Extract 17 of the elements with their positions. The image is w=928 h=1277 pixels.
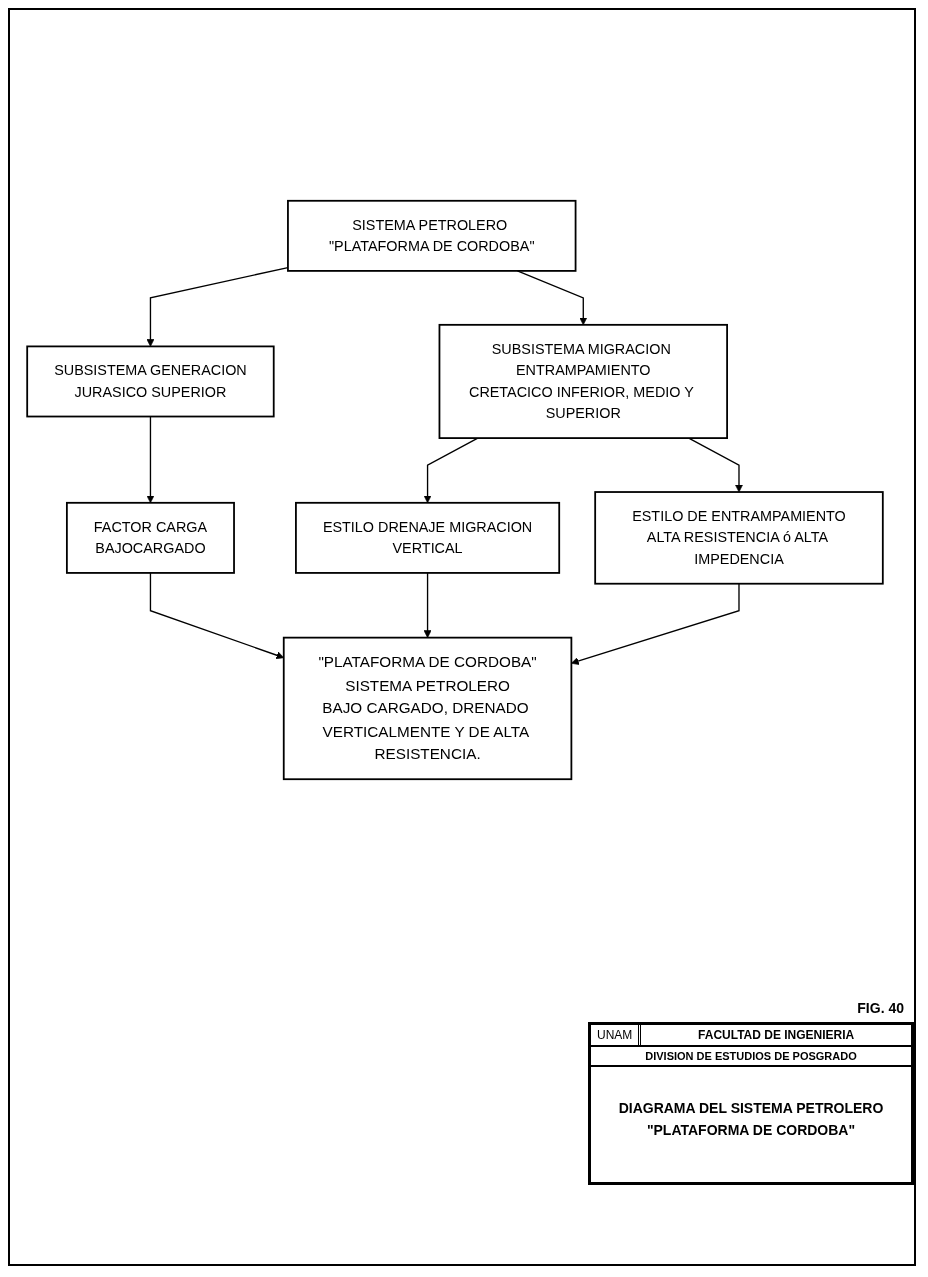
figure-number: FIG. 40 (857, 1000, 904, 1016)
university-name: UNAM (591, 1025, 642, 1045)
node-box: "PLATAFORMA DE CORDOBA" SISTEMA PETROLERO BAJO CARGADO, DRENADO VERTICALMENTE Y DE ALTA RESISTENCIA. (282, 636, 573, 781)
division-name: DIVISION DE ESTUDIOS DE POSGRADO (591, 1047, 911, 1067)
arrow (688, 437, 743, 493)
arrow (146, 415, 155, 504)
arrow (423, 437, 479, 504)
node-box: SUBSISTEMA MIGRACION ENTRAMPAMIENTO CRETACICO INFERIOR, MEDIO Y SUPERIOR (438, 323, 728, 439)
drawing-title: DIAGRAMA DEL SISTEMA PETROLERO "PLATAFORMA DE CORDOBA" (617, 1099, 885, 1141)
arrow (423, 572, 432, 638)
arrow (571, 583, 740, 665)
node-box: FACTOR CARGA BAJOCARGADO (65, 501, 235, 574)
node-box: SUBSISTEMA GENERACION JURASICO SUPERIOR (26, 345, 275, 418)
node-box: ESTILO DRENAJE MIGRACION VERTICAL (295, 501, 561, 574)
node-box: ESTILO DE ENTRAMPAMIENTO ALTA RESISTENCIA ó ALTA IMPEDENCIA (594, 491, 884, 585)
faculty-name: FACULTAD DE INGENIERIA (697, 1027, 856, 1044)
node-box: SISTEMA PETROLERO "PLATAFORMA DE CORDOBA" (287, 199, 577, 272)
